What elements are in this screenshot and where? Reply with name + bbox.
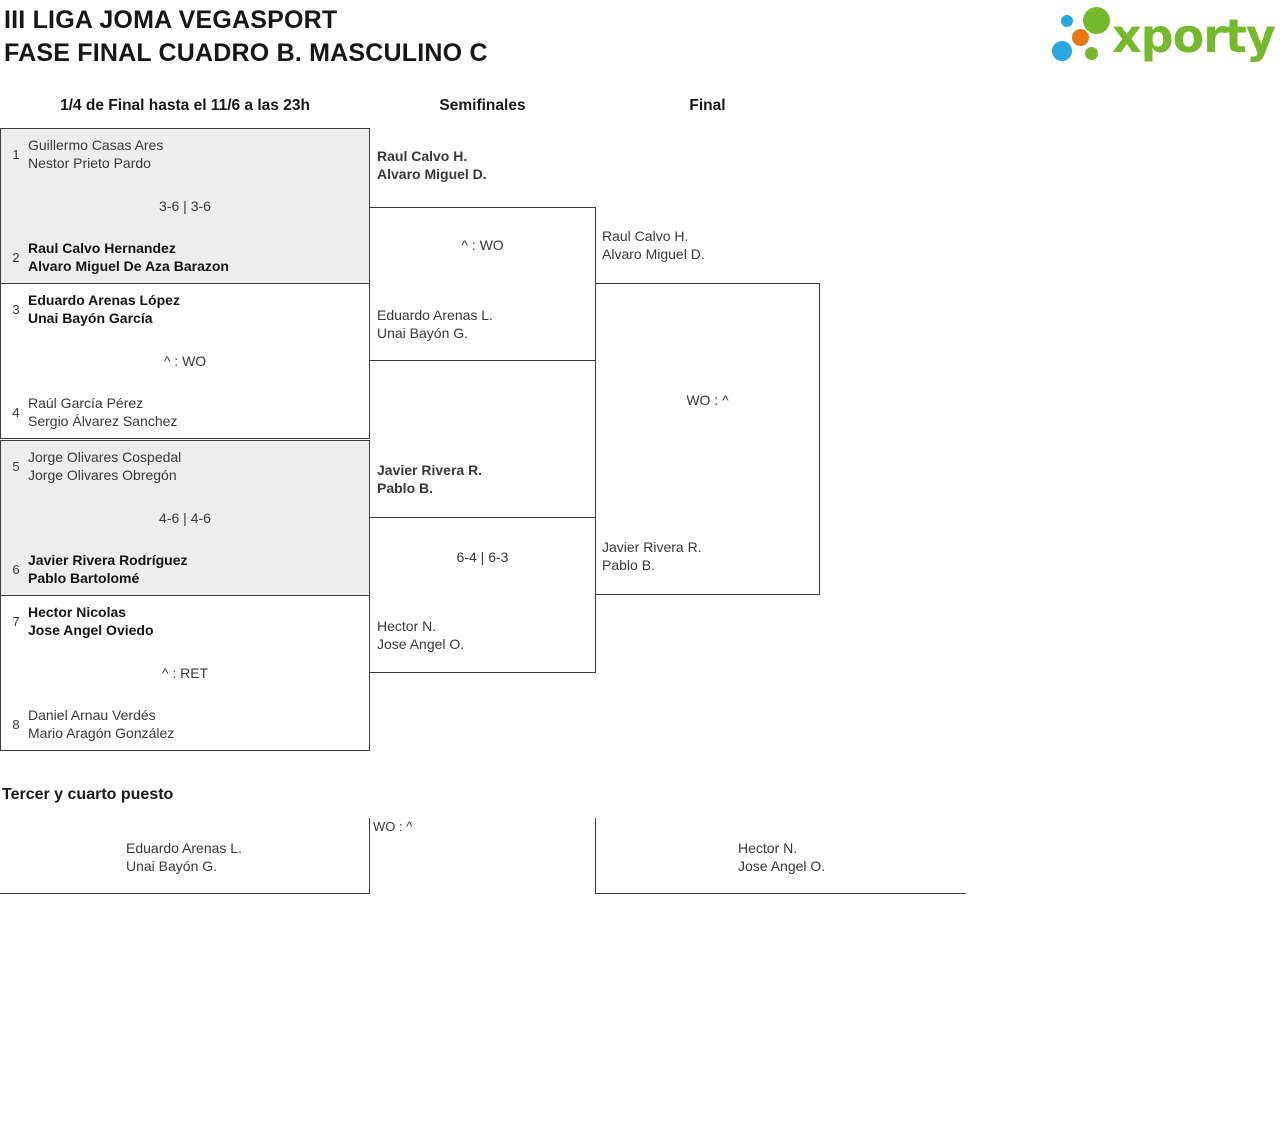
player-name: Alvaro Miguel D. xyxy=(602,246,705,262)
logo-dot-blue-large-icon xyxy=(1052,41,1072,61)
player-name: Jose Angel O. xyxy=(377,636,465,652)
player-name: Eduardo Arenas L. xyxy=(377,307,493,323)
logo-dot-blue-small-icon xyxy=(1061,15,1073,27)
logo-dot-orange-icon xyxy=(1072,29,1089,46)
match-score: ^ : WO xyxy=(163,353,207,369)
seed-number: 2 xyxy=(12,249,20,265)
seed-number: 7 xyxy=(12,613,20,629)
player-name: Unai Bayón G. xyxy=(377,325,469,341)
seed-number: 4 xyxy=(12,404,20,420)
third-place-right-team: Hector N. Jose Angel O. xyxy=(738,839,825,875)
round-header-final: Final xyxy=(689,97,726,114)
player-name: Raul Calvo H. xyxy=(377,148,468,164)
sf1-bottom-team: Eduardo Arenas L. Unai Bayón G. xyxy=(377,306,493,342)
third-place-left-team: Eduardo Arenas L. Unai Bayón G. xyxy=(126,839,242,875)
team-name: Hector Nicolas Jose Angel Oviedo xyxy=(28,603,154,639)
sf2-score: 6-4 | 6-3 xyxy=(456,549,509,565)
player-name: Alvaro Miguel D. xyxy=(377,166,487,182)
sf1-top-team: Raul Calvo H. Alvaro Miguel D. xyxy=(377,147,487,183)
qf-match-3: 5 Jorge Olivares Cospedal Jorge Olivares… xyxy=(0,440,370,596)
third-place-score: WO : ^ xyxy=(373,819,413,834)
player-name: Pablo Bartolomé xyxy=(28,570,140,586)
player-name: Jose Angel O. xyxy=(738,858,826,874)
third-place-right-box xyxy=(595,818,966,894)
seed-number: 8 xyxy=(12,716,20,732)
logo-dot-green-large-icon xyxy=(1083,7,1110,34)
qf4-top-entry: 7 Hector Nicolas Jose Angel Oviedo xyxy=(8,603,154,639)
qf3-bottom-entry: 6 Javier Rivera Rodríguez Pablo Bartolom… xyxy=(8,551,188,587)
page-title: III LIGA JOMA VEGASPORT FASE FINAL CUADR… xyxy=(4,4,488,70)
player-name: Unai Bayón G. xyxy=(126,858,218,874)
final-bottom-team: Javier Rivera R. Pablo B. xyxy=(602,538,702,574)
match-score: 3-6 | 3-6 xyxy=(159,198,211,214)
match-score: ^ : RET xyxy=(161,665,209,681)
third-place-left-box xyxy=(0,818,370,894)
player-name: Eduardo Arenas López xyxy=(28,292,180,308)
qf-match-2: 3 Eduardo Arenas López Unai Bayón García… xyxy=(0,283,370,439)
seed-number: 3 xyxy=(12,301,20,317)
player-name: Sergio Álvarez Sanchez xyxy=(28,413,178,429)
match-score: 4-6 | 4-6 xyxy=(159,510,211,526)
round-header-semifinals: Semifinales xyxy=(439,97,526,114)
final-score: WO : ^ xyxy=(686,392,729,408)
sf2-top-team: Javier Rivera R. Pablo B. xyxy=(377,461,482,497)
title-line-1: III LIGA JOMA VEGASPORT xyxy=(4,6,338,34)
logo-wordmark: xporty xyxy=(1112,9,1276,63)
third-place-title: Tercer y cuarto puesto xyxy=(2,786,174,803)
player-name: Pablo B. xyxy=(602,557,655,573)
player-name: Hector N. xyxy=(377,618,437,634)
final-top-team: Raul Calvo H. Alvaro Miguel D. xyxy=(602,227,705,263)
player-name: Jorge Olivares Cospedal xyxy=(28,449,182,465)
sf2-bottom-team: Hector N. Jose Angel O. xyxy=(377,617,464,653)
player-name: Jorge Olivares Obregón xyxy=(28,467,177,483)
player-name: Hector Nicolas xyxy=(28,604,127,620)
title-line-2: FASE FINAL CUADRO B. MASCULINO C xyxy=(4,39,488,67)
player-name: Alvaro Miguel De Aza Barazon xyxy=(28,258,229,274)
seed-number: 5 xyxy=(12,458,20,474)
player-name: Pablo B. xyxy=(377,480,434,496)
player-name: Raul Calvo H. xyxy=(602,228,689,244)
round-header-quarterfinals: 1/4 de Final hasta el 11/6 a las 23h xyxy=(60,97,310,114)
qf-match-1: 1 Guillermo Casas Ares Nestor Prieto Par… xyxy=(0,128,370,284)
qf-match-4: 7 Hector Nicolas Jose Angel Oviedo ^ : R… xyxy=(0,595,370,751)
player-name: Javier Rivera R. xyxy=(602,539,702,555)
qf2-top-entry: 3 Eduardo Arenas López Unai Bayón García xyxy=(8,291,180,327)
team-name: Raúl García Pérez Sergio Álvarez Sanchez xyxy=(28,394,177,430)
qf4-bottom-entry: 8 Daniel Arnau Verdés Mario Aragón Gonzá… xyxy=(8,706,174,742)
team-name: Guillermo Casas Ares Nestor Prieto Pardo xyxy=(28,136,163,172)
player-name: Raúl García Pérez xyxy=(28,395,144,411)
player-name: Mario Aragón González xyxy=(28,725,175,741)
player-name: Javier Rivera R. xyxy=(377,462,483,478)
qf1-bottom-entry: 2 Raul Calvo Hernandez Alvaro Miguel De … xyxy=(8,239,229,275)
player-name: Unai Bayón García xyxy=(28,310,153,326)
qf2-bottom-entry: 4 Raúl García Pérez Sergio Álvarez Sanch… xyxy=(8,394,177,430)
qf1-top-entry: 1 Guillermo Casas Ares Nestor Prieto Par… xyxy=(8,136,163,172)
player-name: Hector N. xyxy=(738,840,798,856)
qf3-top-entry: 5 Jorge Olivares Cospedal Jorge Olivares… xyxy=(8,448,181,484)
player-name: Eduardo Arenas L. xyxy=(126,840,242,856)
player-name: Jose Angel Oviedo xyxy=(28,622,154,638)
player-name: Raul Calvo Hernandez xyxy=(28,240,176,256)
team-name: Raul Calvo Hernandez Alvaro Miguel De Az… xyxy=(28,239,229,275)
seed-number: 6 xyxy=(12,561,20,577)
team-name: Daniel Arnau Verdés Mario Aragón Gonzále… xyxy=(28,706,174,742)
team-name: Javier Rivera Rodríguez Pablo Bartolomé xyxy=(28,551,188,587)
sf1-score: ^ : WO xyxy=(461,237,504,253)
sf-match-2-box xyxy=(369,517,596,673)
seed-number: 1 xyxy=(12,146,20,162)
team-name: Jorge Olivares Cospedal Jorge Olivares O… xyxy=(28,448,181,484)
player-name: Nestor Prieto Pardo xyxy=(28,155,151,171)
logo-dot-green-small-icon xyxy=(1085,47,1098,60)
final-match-box xyxy=(595,283,820,595)
team-name: Eduardo Arenas López Unai Bayón García xyxy=(28,291,180,327)
player-name: Guillermo Casas Ares xyxy=(28,137,164,153)
player-name: Javier Rivera Rodríguez xyxy=(28,552,188,568)
player-name: Daniel Arnau Verdés xyxy=(28,707,156,723)
